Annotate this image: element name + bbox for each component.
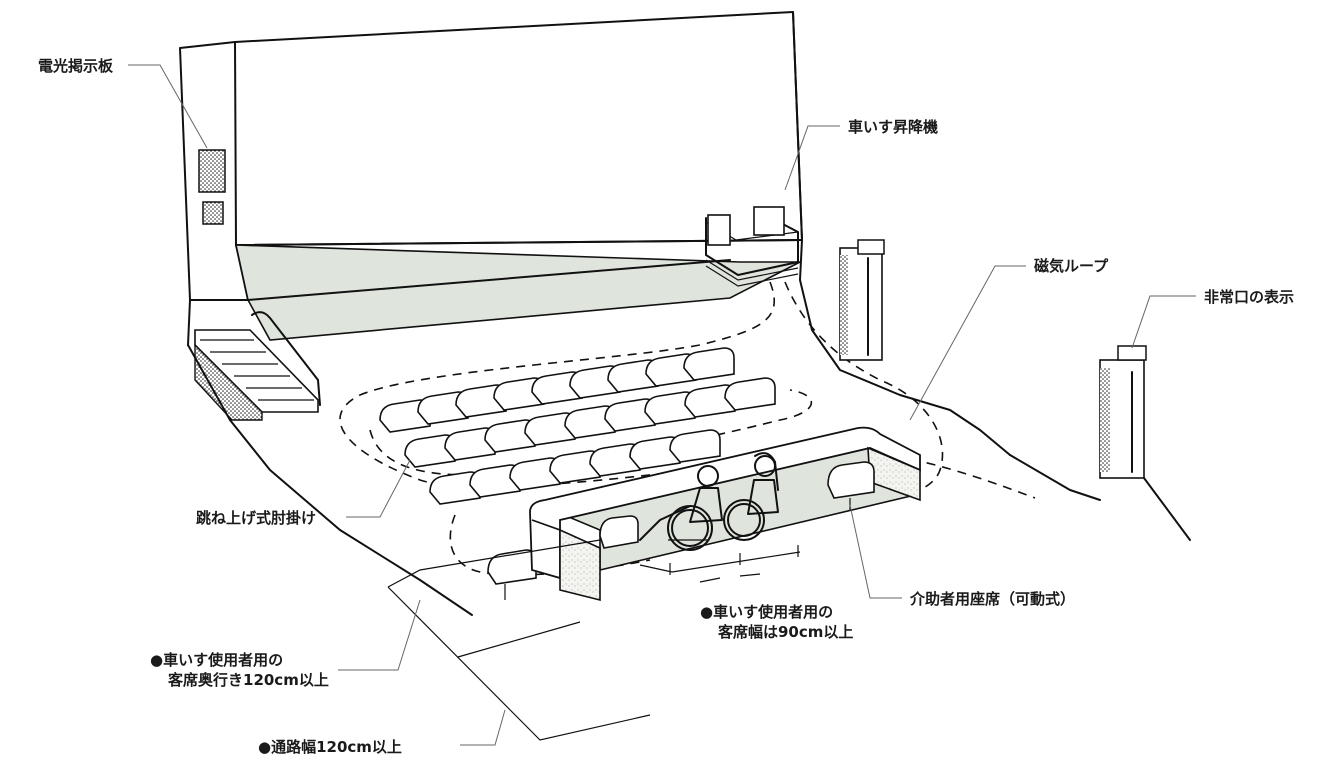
label-caregiver-seat: 介助者用座席（可動式） [910, 590, 1076, 608]
label-wheelchair-depth-line2: 客席奥行き120cm以上 [168, 671, 329, 690]
display-board-icon [198, 149, 226, 225]
label-flip-up-armrest: 跳ね上げ式肘掛け [196, 509, 317, 527]
seat-row-front [429, 429, 721, 505]
label-wheelchair-width: ●車いす使用者用の 客席幅は90cm以上 [700, 602, 853, 643]
seat-row-middle [404, 377, 776, 468]
exit-door-right [1099, 345, 1147, 479]
label-wheelchair-width-line2: 客席幅は90cm以上 [718, 623, 854, 642]
label-magnetic-loop: 磁気ループ [1034, 257, 1109, 275]
label-wheelchair-lift: 車いす昇降機 [848, 118, 939, 136]
seat-row-back [379, 347, 735, 433]
dimension-lines [387, 539, 801, 741]
caregiver-seat-icon [599, 461, 875, 549]
label-wheelchair-depth-line1: ●車いす使用者用の [150, 651, 284, 669]
screen [234, 11, 803, 246]
label-aisle-width: ●通路幅120cm以上 [258, 738, 402, 756]
wheelchair-user-icon [639, 452, 779, 551]
label-display-board: 電光掲示板 [38, 57, 114, 75]
label-wheelchair-width-line1: ●車いす使用者用の [700, 603, 834, 621]
exit-door-left [839, 239, 885, 361]
seating-rows [379, 347, 776, 600]
leader-lines [128, 64, 1196, 746]
right-wall-edge [1009, 454, 1191, 541]
stage-floor [234, 244, 801, 341]
wheelchair-lift-icon [705, 206, 799, 287]
stage-stairs [194, 311, 321, 421]
stage-left-wall [179, 41, 249, 346]
label-wheelchair-depth: ●車いす使用者用の 客席奥行き120cm以上 [150, 650, 329, 691]
label-emergency-exit-sign: 非常口の表示 [1204, 288, 1295, 306]
stage-right-wall [792, 11, 1011, 456]
